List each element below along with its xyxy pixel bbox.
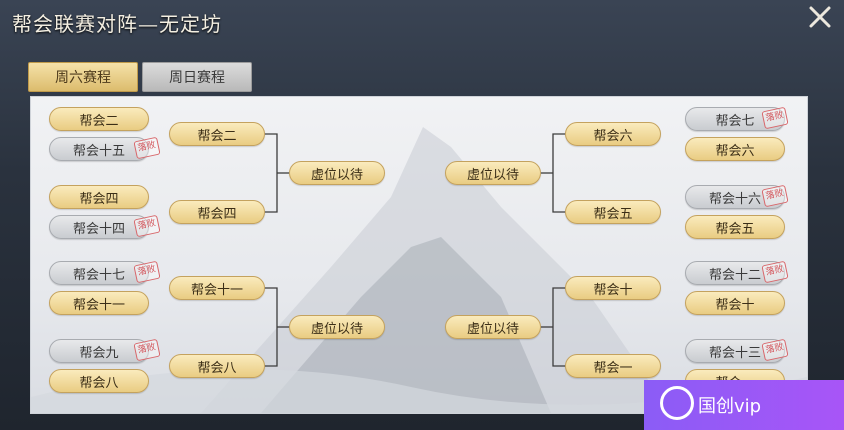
close-icon <box>809 6 831 28</box>
tab-saturday[interactable]: 周六赛程 <box>28 62 138 92</box>
connector-right-r2-0 <box>552 133 565 213</box>
slot-left-r1-4[interactable]: 帮会十七 <box>49 261 149 285</box>
slot-right-r2-3[interactable]: 帮会一 <box>565 354 661 378</box>
slot-right-r1-0[interactable]: 帮会七 <box>685 107 785 131</box>
slot-left-r1-5[interactable]: 帮会十一 <box>49 291 149 315</box>
slot-left-r1-2[interactable]: 帮会四 <box>49 185 149 209</box>
slot-right-r3-0[interactable]: 虚位以待 <box>445 161 541 185</box>
slot-right-r1-5[interactable]: 帮会十 <box>685 291 785 315</box>
slot-left-r1-7[interactable]: 帮会八 <box>49 369 149 393</box>
connector-right-r2-1 <box>552 287 565 367</box>
watermark: 国创vip <box>644 380 844 430</box>
bracket-lines <box>265 133 565 367</box>
slot-left-r2-0[interactable]: 帮会二 <box>169 122 265 146</box>
slot-right-r1-4[interactable]: 帮会十二 <box>685 261 785 285</box>
slot-left-r1-1[interactable]: 帮会十五 <box>49 137 149 161</box>
watermark-text: 国创vip <box>698 396 762 417</box>
slot-left-r2-2[interactable]: 帮会十一 <box>169 276 265 300</box>
slot-left-r1-0[interactable]: 帮会二 <box>49 107 149 131</box>
bracket-panel: 帮会二帮会十五落败帮会四帮会十四落败帮会十七落败帮会十一帮会九落败帮会八帮会二帮… <box>30 96 808 414</box>
slot-right-r2-0[interactable]: 帮会六 <box>565 122 661 146</box>
slot-right-r1-3[interactable]: 帮会五 <box>685 215 785 239</box>
connector-left-r2-1 <box>265 287 278 367</box>
slot-right-r2-2[interactable]: 帮会十 <box>565 276 661 300</box>
slot-left-r1-6[interactable]: 帮会九 <box>49 339 149 363</box>
slot-left-r1-3[interactable]: 帮会十四 <box>49 215 149 239</box>
slot-left-r3-0[interactable]: 虚位以待 <box>289 161 385 185</box>
watermark-logo-icon <box>660 386 694 420</box>
slot-right-r1-1[interactable]: 帮会六 <box>685 137 785 161</box>
tab-sunday[interactable]: 周日赛程 <box>142 62 252 92</box>
slot-right-r1-2[interactable]: 帮会十六 <box>685 185 785 209</box>
connector-left-r2-0 <box>265 133 278 213</box>
slot-left-r2-3[interactable]: 帮会八 <box>169 354 265 378</box>
slot-left-r3-1[interactable]: 虚位以待 <box>289 315 385 339</box>
page-title: 帮会联赛对阵—无定坊 <box>12 12 222 36</box>
slot-right-r3-1[interactable]: 虚位以待 <box>445 315 541 339</box>
slot-left-r2-1[interactable]: 帮会四 <box>169 200 265 224</box>
slot-right-r2-1[interactable]: 帮会五 <box>565 200 661 224</box>
close-button[interactable] <box>802 2 838 32</box>
slot-right-r1-6[interactable]: 帮会十三 <box>685 339 785 363</box>
